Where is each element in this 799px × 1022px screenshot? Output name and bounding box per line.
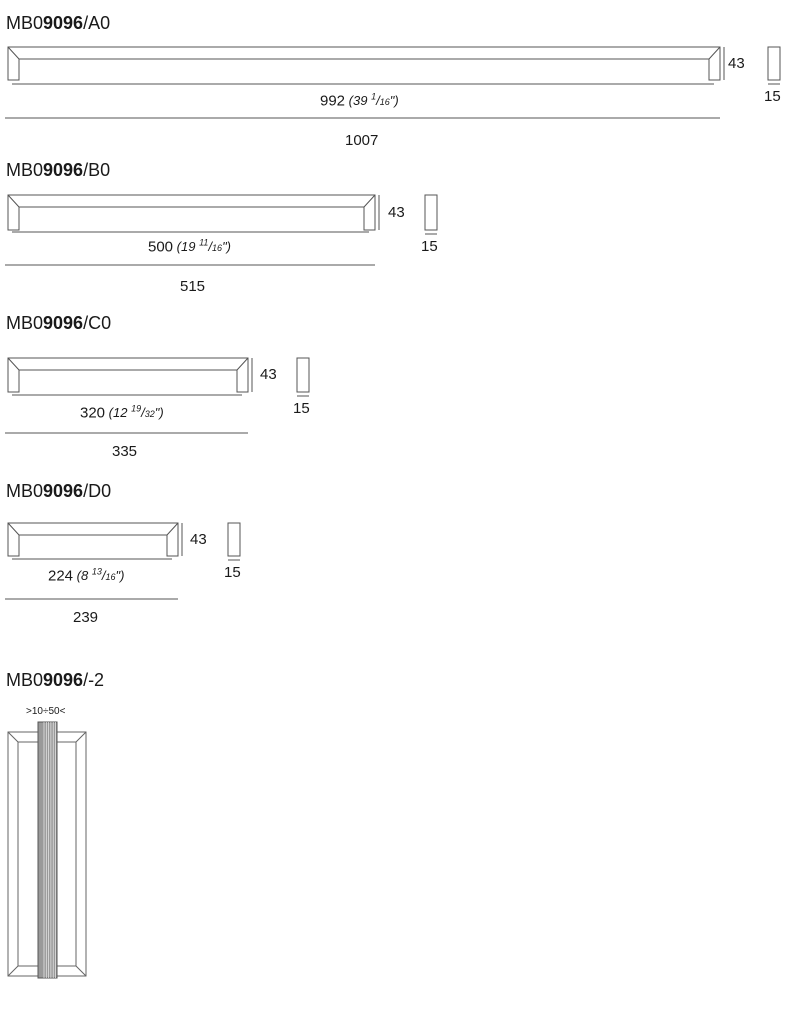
- handle-bevel-lines: [7, 357, 249, 371]
- handle-bevel-lines: [7, 194, 376, 208]
- total-length-label: 1007: [345, 132, 379, 149]
- title-code: 9096: [43, 313, 84, 333]
- center-distance-label: 320 (12 19/32"): [80, 404, 164, 422]
- title-prefix: MB0: [6, 160, 44, 180]
- title-code: 9096: [43, 160, 84, 180]
- model-title: MB09096/C0: [6, 313, 111, 334]
- model-title: MB09096/B0: [6, 160, 110, 181]
- title-prefix: MB0: [6, 13, 44, 33]
- handle-front-view: [7, 522, 179, 557]
- handle-front-view: [7, 46, 721, 81]
- center-distance-label: 500 (19 11/16"): [148, 238, 232, 256]
- depth-label: 15: [293, 400, 310, 417]
- center-distance-label: 224 (8 13/16"): [48, 567, 125, 585]
- title-suffix: /A0: [83, 13, 111, 33]
- center-distance-label: 992 (39 1/16"): [320, 92, 399, 110]
- model-title-double: MB09096/-2: [6, 670, 105, 690]
- title-suffix: /B0: [83, 160, 111, 180]
- title-code: 9096: [43, 481, 84, 501]
- handle-bevel-lines: [7, 46, 721, 60]
- title-prefix: MB0: [6, 481, 44, 501]
- total-length-label: 239: [73, 609, 99, 626]
- height-label: 43: [260, 366, 277, 383]
- depth-label: 15: [224, 564, 241, 581]
- title-suffix: /C0: [83, 313, 112, 333]
- height-label: 43: [728, 54, 745, 72]
- glass-panel: [37, 721, 58, 979]
- total-length-label: 335: [112, 443, 138, 460]
- thickness-range-label: >10÷50<: [26, 706, 66, 717]
- handle-front-view: [7, 357, 249, 393]
- title-code: 9096: [43, 13, 84, 33]
- title-prefix: MB0: [6, 313, 44, 333]
- handle-side-view: [424, 194, 438, 231]
- height-label: 43: [190, 530, 207, 548]
- depth-label: 15: [764, 88, 781, 105]
- double-handle-bevels: [7, 731, 87, 977]
- title-suffix: /D0: [83, 481, 112, 501]
- handle-side-view: [767, 46, 781, 81]
- model-title: MB09096/D0: [6, 481, 111, 502]
- handle-bevel-lines: [7, 522, 179, 536]
- total-length-label: 515: [180, 278, 206, 295]
- height-label: 43: [388, 203, 405, 221]
- handle-front-view: [7, 194, 376, 231]
- depth-label: 15: [421, 238, 438, 255]
- model-title: MB09096/A0: [6, 13, 110, 34]
- handle-side-view: [296, 357, 310, 393]
- handle-side-view: [227, 522, 241, 557]
